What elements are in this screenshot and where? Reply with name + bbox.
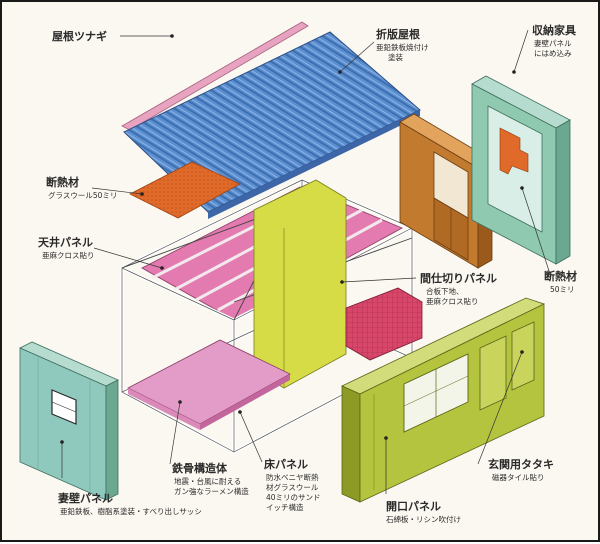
label-folded-roof-title: 折版屋根	[376, 27, 421, 41]
label-ceiling: 天井パネル 亜麻クロス貼り	[38, 235, 95, 260]
label-storage: 収納家具 妻壁パネル にはめ込み	[532, 23, 576, 58]
label-steel-frame: 鉄骨構造体 地震・台風に耐える ガン強なラーメン構造	[172, 461, 249, 496]
label-steel-frame-sub1: 地震・台風に耐える	[174, 476, 241, 486]
label-insulation-top-sub1: グラスウール50ミリ	[48, 190, 117, 200]
label-entrance-title: 玄関用タタキ	[488, 457, 554, 471]
storage-gable-wall	[471, 75, 571, 265]
label-storage-sub1: 妻壁パネル	[534, 38, 572, 48]
folded-roof-edge	[208, 110, 420, 219]
label-floor: 床パネル 防水ベニヤ断熱 材グラスウール 40ミリのサンド イッチ構造	[264, 457, 321, 512]
label-entrance-sub1: 磁器タイル貼り	[492, 472, 545, 482]
label-floor-sub2: 材グラスウール	[266, 482, 319, 492]
label-steel-frame-sub2: ガン強なラーメン構造	[174, 486, 249, 496]
label-opening: 開口パネル 石綿板・リシン吹付け	[386, 500, 461, 524]
label-insulation-right: 断熱材 50ミリ	[544, 269, 577, 294]
label-opening-title: 開口パネル	[386, 500, 441, 513]
opening-panel	[341, 297, 546, 503]
label-partition-title: 間仕切りパネル	[420, 271, 497, 285]
gable-wall-panel	[19, 341, 119, 501]
label-folded-roof: 折版屋根 亜鉛鉄板焼付け 塗装	[376, 27, 429, 62]
label-roof-ridge-title: 屋根ツナギ	[52, 29, 107, 43]
label-roof-ridge: 屋根ツナギ	[52, 29, 107, 43]
label-gable-wall-sub1: 亜鉛鉄板、樹脂系塗装・すべり出しサッシ	[60, 506, 202, 516]
label-partition-sub1: 合板下地、	[426, 286, 464, 296]
label-ceiling-title: 天井パネル	[38, 235, 93, 249]
leader-lines	[60, 29, 551, 494]
label-entrance: 玄関用タタキ 磁器タイル貼り	[488, 457, 554, 482]
label-insulation-right-sub1: 50ミリ	[550, 285, 575, 294]
partition-panel	[253, 179, 347, 389]
label-steel-frame-title: 鉄骨構造体	[172, 461, 228, 475]
label-floor-sub3: 40ミリのサンド	[266, 493, 321, 502]
label-partition-sub2: 亜麻クロス貼り	[426, 296, 479, 306]
label-insulation-top-title: 断熱材	[46, 175, 79, 189]
label-gable-wall: 妻壁パネル 亜鉛鉄板、樹脂系塗装・すべり出しサッシ	[58, 491, 202, 516]
label-floor-sub4: イッチ構造	[266, 502, 304, 512]
label-ceiling-sub1: 亜麻クロス貼り	[42, 250, 95, 260]
label-floor-title: 床パネル	[264, 457, 308, 471]
label-folded-roof-sub2: 塗装	[388, 52, 403, 62]
label-storage-sub2: にはめ込み	[534, 49, 572, 58]
entrance-tile	[345, 287, 423, 361]
label-folded-roof-sub1: 亜鉛鉄板焼付け	[376, 42, 429, 52]
label-partition: 間仕切りパネル 合板下地、 亜麻クロス貼り	[420, 271, 497, 306]
label-opening-sub1: 石綿板・リシン吹付け	[386, 514, 461, 524]
label-storage-title: 収納家具	[532, 23, 576, 37]
label-insulation-right-title: 断熱材	[544, 269, 577, 283]
insulation-top-sheet	[129, 161, 241, 219]
label-gable-wall-title: 妻壁パネル	[58, 491, 113, 505]
label-floor-sub1: 防水ベニヤ断熱	[266, 472, 319, 482]
label-insulation-top: 断熱材 グラスウール50ミリ	[46, 175, 117, 200]
